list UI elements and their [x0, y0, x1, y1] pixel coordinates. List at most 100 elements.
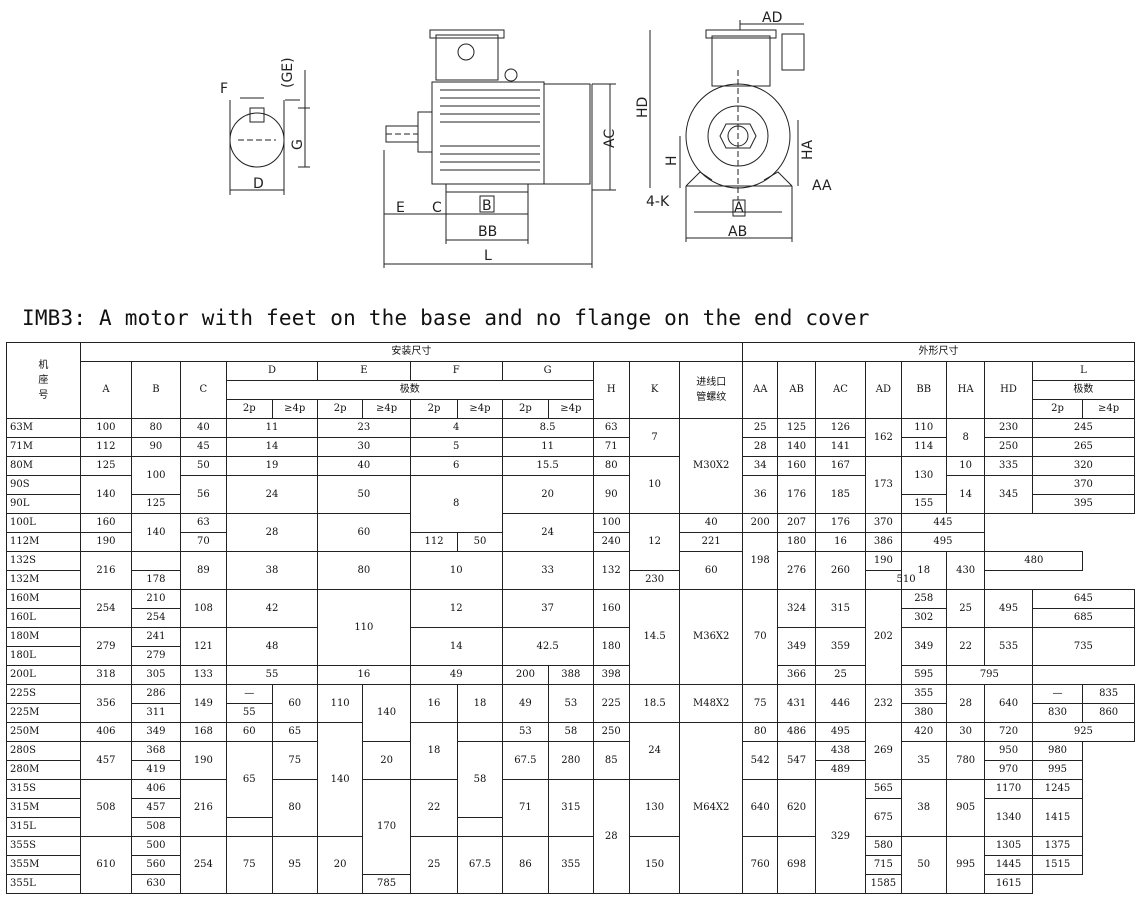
table-cell: 276 — [777, 551, 816, 590]
table-cell: 42 — [226, 589, 318, 628]
table-cell: 610 — [79, 836, 133, 894]
table-cell: 480 — [984, 551, 1084, 571]
dim-label-ab: AB — [728, 224, 747, 240]
table-cell — [457, 722, 503, 742]
table-cell: 508 — [79, 779, 133, 837]
frame-size-cell: 90S — [6, 475, 81, 495]
table-cell: 90 — [131, 437, 181, 457]
header-h: H — [592, 361, 630, 419]
dim-label-bb: BB — [478, 224, 497, 240]
table-cell: 230 — [984, 418, 1033, 438]
table-cell: 457 — [79, 741, 133, 780]
table-cell: 645 — [1031, 589, 1136, 609]
table-cell: 141 — [814, 437, 867, 457]
table-cell: 35 — [900, 741, 947, 780]
header-install: 安装尺寸 — [79, 342, 744, 362]
table-cell: 640 — [984, 684, 1033, 723]
table-cell: 221 — [679, 532, 744, 552]
table-cell: 180 — [777, 532, 816, 552]
table-cell: 250 — [984, 437, 1033, 457]
table-cell: 406 — [79, 722, 133, 742]
table-cell: 198 — [742, 532, 779, 590]
table-cell: 140 — [362, 684, 411, 742]
header-ha: HA — [945, 361, 986, 419]
table-cell: M36X2 — [679, 589, 744, 685]
table-cell: 735 — [1031, 627, 1136, 666]
table-cell: 132 — [592, 551, 630, 590]
frame-size-cell: 71M — [6, 437, 81, 457]
table-cell: 315 — [814, 589, 867, 628]
table-cell: 80 — [271, 779, 318, 837]
header-f: F — [409, 361, 503, 381]
header-l: L — [1031, 361, 1136, 381]
table-cell: 133 — [179, 665, 228, 685]
table-cell: 53 — [501, 722, 550, 742]
header-e-4p: ≥4p — [362, 399, 411, 419]
table-cell: 1585 — [865, 874, 902, 894]
header-e: E — [316, 361, 411, 381]
table-cell: 795 — [945, 665, 1033, 685]
frame-size-cell: 355L — [6, 874, 81, 894]
table-cell: 24 — [628, 722, 681, 780]
table-cell: 495 — [900, 532, 986, 552]
table-cell: 49 — [501, 684, 550, 723]
table-cell: 260 — [814, 551, 867, 590]
table-cell: 210 — [131, 589, 181, 609]
table-cell: 150 — [628, 836, 681, 894]
table-cell: 8 — [409, 475, 503, 533]
table-cell: 22 — [945, 627, 986, 666]
table-cell: M30X2 — [679, 418, 744, 514]
dim-label-f: F — [220, 81, 228, 97]
frame-size-cell: 180L — [6, 646, 81, 666]
table-cell: 200 — [501, 665, 550, 685]
table-cell: 457 — [131, 798, 181, 818]
table-cell: 1170 — [984, 779, 1033, 799]
table-cell: 535 — [984, 627, 1033, 666]
table-cell: 349 — [900, 627, 947, 666]
table-cell: 18.5 — [628, 684, 681, 723]
table-cell: 110 — [316, 589, 411, 666]
table-cell: 121 — [179, 627, 228, 666]
table-cell: 75 — [271, 741, 318, 780]
table-cell: 1305 — [984, 836, 1033, 856]
table-cell: 1515 — [1031, 855, 1084, 875]
table-cell: 265 — [1031, 437, 1136, 457]
table-cell: 125 — [777, 418, 816, 438]
dim-label-l: L — [484, 248, 492, 264]
table-cell: 38 — [226, 551, 318, 590]
table-cell: 486 — [777, 722, 816, 742]
table-cell: 356 — [79, 684, 133, 723]
table-cell: 100 — [131, 456, 181, 495]
table-cell: 980 — [1031, 741, 1084, 761]
header-outline: 外形尺寸 — [742, 342, 1135, 362]
table-cell: 305 — [131, 665, 181, 685]
frame-size-cell: 225S — [6, 684, 81, 704]
frame-size-cell: 315M — [6, 798, 81, 818]
table-cell: 38 — [900, 779, 947, 837]
header-aa: AA — [742, 361, 779, 419]
table-cell: 50 — [457, 532, 503, 552]
table-cell: 395 — [1031, 494, 1136, 514]
table-cell: 431 — [777, 684, 816, 723]
dimension-table: 机 座 号 安装尺寸 外形尺寸 A B C D E F G H K 进线口 管螺… — [6, 342, 1136, 894]
table-cell: 495 — [814, 722, 867, 742]
table-cell: 173 — [865, 456, 902, 514]
table-cell: 720 — [984, 722, 1033, 742]
header-g-2p: 2p — [501, 399, 550, 419]
table-cell: 18 — [409, 722, 459, 780]
table-cell: 15.5 — [501, 456, 594, 476]
table-cell: 1340 — [984, 798, 1033, 837]
header-d-4p: ≥4p — [271, 399, 318, 419]
dim-label-ge: (GE) — [280, 57, 296, 88]
table-cell: 232 — [865, 684, 902, 723]
dim-label-b: B — [482, 198, 492, 214]
technical-drawings: F (GE) G D — [0, 0, 1140, 290]
table-cell: 8 — [945, 418, 986, 457]
table-cell: 318 — [79, 665, 133, 685]
table-cell: 398 — [592, 665, 630, 685]
table-cell: 24 — [226, 475, 318, 514]
table-cell: 108 — [179, 589, 228, 628]
